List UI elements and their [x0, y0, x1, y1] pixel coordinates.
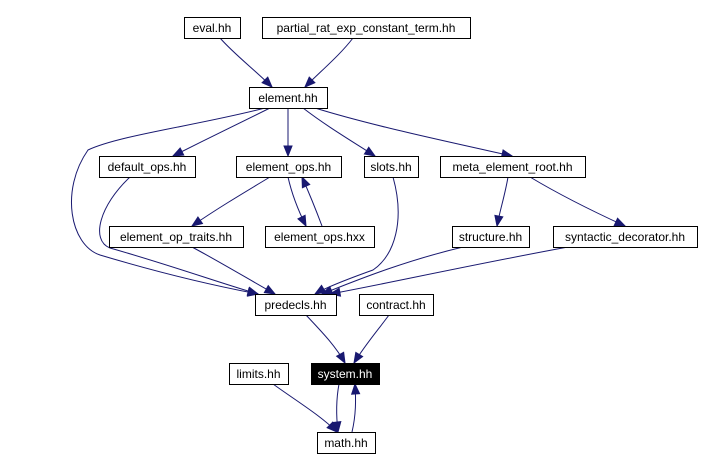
- edge-line: [314, 107, 513, 157]
- node-eval[interactable]: eval.hh: [184, 17, 241, 39]
- edge-element_ops-to-ops_hxx: [287, 176, 307, 228]
- edge-partial-to-element: [304, 37, 354, 88]
- node-element-ops[interactable]: element_ops.hh: [236, 156, 342, 178]
- edge-predecls-to-system: [305, 314, 346, 365]
- node-box: [249, 87, 328, 109]
- arrowhead-icon: [190, 216, 204, 227]
- arrowhead-icon: [171, 147, 185, 157]
- node-predecls[interactable]: predecls.hh: [255, 294, 337, 316]
- edge-element-to-slots: [302, 107, 377, 157]
- node-box: [452, 226, 530, 248]
- node-label: slots.hh: [370, 160, 411, 174]
- arrowhead-icon: [494, 214, 504, 228]
- edge-limits-to-math: [272, 383, 338, 433]
- arrowhead-icon: [283, 145, 293, 158]
- edge-element-to-element_ops: [283, 108, 293, 158]
- node-math[interactable]: math.hh: [317, 432, 376, 454]
- node-label: element_ops.hh: [246, 160, 331, 174]
- node-structure[interactable]: structure.hh: [452, 226, 530, 248]
- arrowhead-icon: [263, 284, 277, 295]
- node-box: [229, 363, 289, 385]
- edge-element_ops-to-op_traits: [190, 176, 271, 227]
- node-limits[interactable]: limits.hh: [229, 363, 289, 385]
- edge-line: [329, 246, 569, 295]
- edge-structure-to-predecls: [320, 246, 464, 295]
- edge-line: [99, 176, 259, 295]
- node-box: [99, 156, 196, 178]
- node-default-ops[interactable]: default_ops.hh: [99, 156, 196, 178]
- edge-default_ops-to-predecls: [99, 176, 260, 296]
- arrowhead-icon: [301, 175, 311, 189]
- edge-line: [529, 176, 626, 227]
- node-label: partial_rat_exp_constant_term.hh: [277, 21, 456, 35]
- edge-op_traits-to-predecls: [191, 246, 277, 295]
- node-syntactic[interactable]: syntactic_decorator.hh: [553, 226, 698, 248]
- arrowhead-icon: [350, 382, 361, 395]
- node-label: predecls.hh: [264, 298, 326, 312]
- node-contract[interactable]: contract.hh: [359, 294, 434, 316]
- node-label: math.hh: [324, 436, 367, 450]
- node-label: limits.hh: [236, 367, 280, 381]
- node-partial[interactable]: partial_rat_exp_constant_term.hh: [262, 17, 471, 39]
- arrowhead-icon: [297, 214, 307, 228]
- node-label: eval.hh: [193, 21, 232, 35]
- edge-line: [191, 176, 271, 227]
- edge-line: [172, 107, 271, 157]
- node-box: [236, 156, 342, 178]
- edge-syntactic-to-predecls: [328, 246, 569, 297]
- edge-line: [219, 37, 273, 88]
- node-system[interactable]: system.hh: [311, 363, 380, 385]
- node-label: structure.hh: [459, 230, 522, 244]
- node-box: [262, 17, 471, 39]
- arrowhead-icon: [313, 284, 327, 295]
- edge-line: [272, 383, 338, 433]
- arrowhead-icon: [304, 76, 316, 88]
- edge-ops_hxx-to-element_ops: [301, 175, 323, 227]
- node-box: [109, 226, 244, 248]
- arrowhead-icon: [353, 351, 364, 365]
- node-label: element_op_traits.hh: [120, 230, 232, 244]
- node-label: element_ops.hxx: [274, 230, 365, 244]
- edge-math-to-system: [350, 382, 361, 433]
- node-label: meta_element_root.hh: [452, 160, 572, 174]
- node-label: syntactic_decorator.hh: [565, 230, 685, 244]
- arrowhead-icon: [613, 217, 627, 227]
- node-element[interactable]: element.hh: [249, 87, 328, 109]
- edge-element-to-predecls: [70, 107, 266, 297]
- node-box: [255, 294, 337, 316]
- arrowhead-icon: [246, 286, 260, 296]
- edge-line: [70, 107, 266, 295]
- arrowhead-icon: [335, 351, 346, 365]
- edge-element-to-default_ops: [171, 107, 271, 157]
- node-box: [364, 156, 419, 178]
- edge-system-to-math: [332, 383, 342, 434]
- arrowhead-icon: [363, 146, 377, 157]
- edge-eval-to-element: [219, 37, 273, 88]
- node-box: [184, 17, 241, 39]
- node-ops-hxx[interactable]: element_ops.hxx: [265, 226, 375, 248]
- arrowhead-icon: [332, 421, 342, 434]
- arrowhead-icon: [261, 76, 273, 88]
- node-slots[interactable]: slots.hh: [364, 156, 419, 178]
- edge-meta_root-to-structure: [494, 176, 509, 228]
- node-meta-root[interactable]: meta_element_root.hh: [440, 156, 586, 178]
- node-label: element.hh: [258, 91, 317, 105]
- node-label: default_ops.hh: [108, 160, 187, 174]
- edge-meta_root-to-syntactic: [529, 176, 627, 227]
- node-box: [359, 294, 434, 316]
- node-box: [440, 156, 586, 178]
- node-box: [553, 226, 698, 248]
- node-box: [317, 432, 376, 454]
- edge-contract-to-system: [353, 314, 390, 365]
- node-label: contract.hh: [366, 298, 425, 312]
- edge-element-to-meta_root: [314, 107, 514, 159]
- node-box: [311, 363, 380, 385]
- node-op-traits[interactable]: element_op_traits.hh: [109, 226, 244, 248]
- edge-line: [321, 246, 464, 295]
- node-box: [265, 226, 375, 248]
- node-label: system.hh: [318, 367, 373, 381]
